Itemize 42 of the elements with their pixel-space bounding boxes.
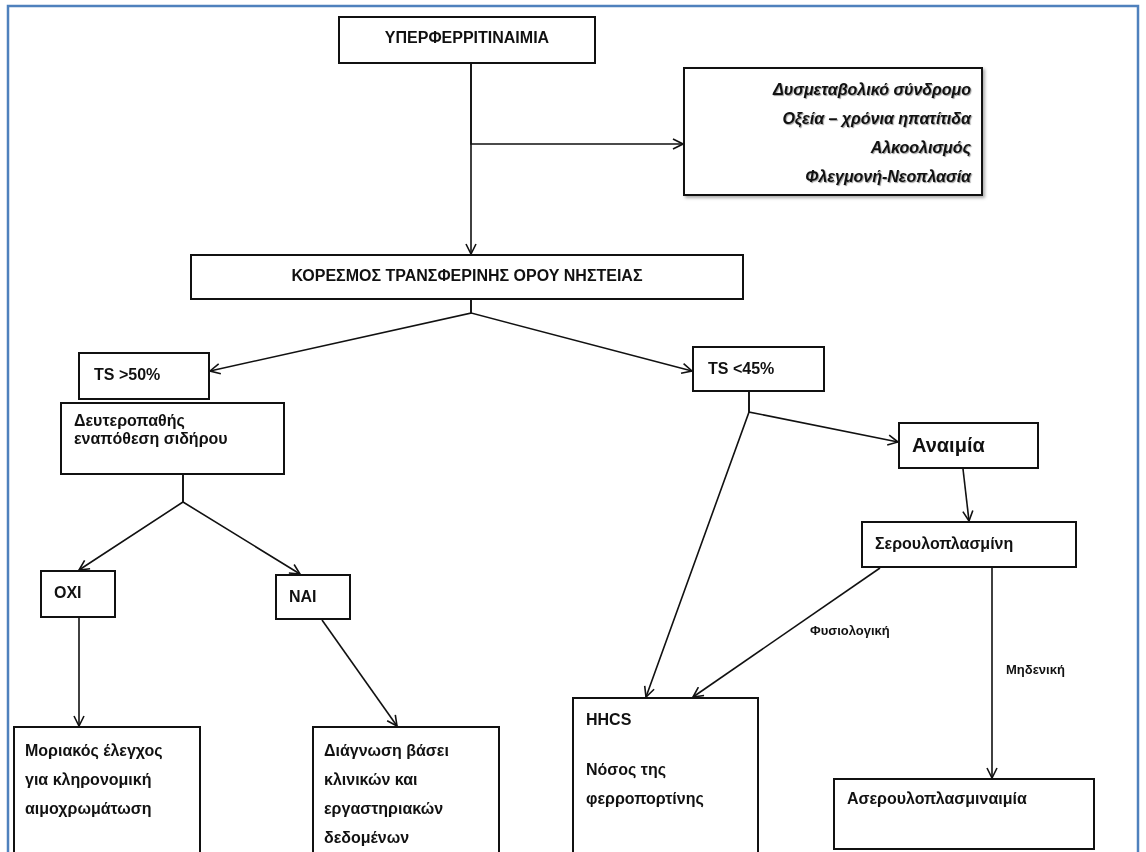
- process-box: [190, 254, 744, 300]
- node-text: Δευτεροπαθής εναπόθεση σιδήρου: [74, 412, 229, 448]
- cause-text: Δυσμεταβολικό σύνδρομο: [771, 80, 971, 100]
- process-box: [60, 402, 285, 475]
- node-text: Διάγνωση βάσει κλινικών και εργαστηριακών δεδομένων: [324, 741, 450, 848]
- arrow: [692, 567, 881, 698]
- node-text: HHCS: [586, 711, 633, 729]
- node-text: Αναιμία: [912, 434, 986, 457]
- process-box: [898, 422, 1039, 469]
- node-text: ΝΑΙ: [289, 588, 318, 606]
- node-text: Μοριακός έλεγχος για κληρονομική αιμοχρωμάτωση: [25, 741, 164, 819]
- process-box: [692, 346, 825, 392]
- process-box: [338, 16, 596, 64]
- process-box: [275, 574, 351, 620]
- arrow: [73, 617, 85, 727]
- node-text: TS <45%: [708, 360, 776, 378]
- arrow: [986, 567, 998, 779]
- cause-text: Αλκοολισμός: [869, 138, 971, 158]
- node-text: Νόσος της φερροπορτίνης: [586, 760, 705, 809]
- process-box: [312, 726, 500, 852]
- cause-text: Φλεγμονή-Νεοπλασία: [804, 167, 971, 187]
- process-box: [833, 778, 1095, 850]
- arrow: [321, 619, 398, 727]
- diagnosis-box: [572, 697, 759, 852]
- node-text: TS >50%: [94, 366, 162, 384]
- node-text: ΟΧΙ: [54, 584, 83, 602]
- process-box: [861, 521, 1077, 568]
- cause-text: Οξεία – χρόνια ηπατίτιδα: [781, 109, 971, 130]
- node-text: Ασερουλοπλασμιναιμία: [847, 790, 1028, 808]
- node-text: Σερουλοπλασμίνη: [875, 535, 1015, 553]
- node-text: ΚΟΡΕΣΜΟΣ ΤΡΑΝΣΦΕΡΙΝΗΣ ΟΡΟΥ ΝΗΣΤΕΙΑΣ: [290, 267, 644, 285]
- arrow: [643, 391, 750, 698]
- node-text: ΥΠΕΡΦΕΡΡΙΤΙΝΑΙΜΙΑ: [383, 29, 551, 47]
- arrow: [470, 63, 684, 150]
- edge-label: Φυσιολογική: [808, 622, 892, 639]
- process-box: [40, 570, 116, 618]
- arrow: [182, 474, 301, 575]
- cause-list-box: [683, 67, 983, 196]
- arrow: [962, 468, 974, 522]
- process-box: [13, 726, 201, 852]
- arrow: [470, 299, 693, 375]
- process-box: [78, 352, 210, 400]
